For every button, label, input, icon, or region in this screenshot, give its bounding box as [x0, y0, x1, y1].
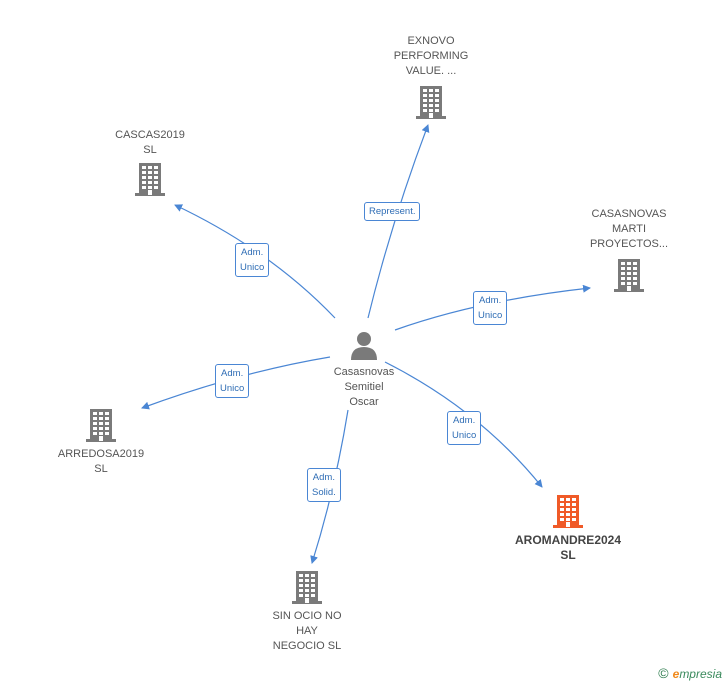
company-name: CASCAS2019 SL	[115, 129, 185, 156]
relation-label-casasnovas: Adm. Unico	[473, 291, 508, 325]
person-node[interactable]: Casasnovas Semitiel Oscar	[318, 330, 410, 410]
edge-exnovo	[367, 124, 430, 319]
company-name: CASASNOVAS MARTI PROYECTOS...	[589, 208, 669, 250]
building-icon	[552, 494, 584, 533]
company-name: ARREDOSA2019 SL	[57, 448, 145, 475]
company-node-aromandre[interactable]: AROMANDRE2024 SL	[508, 494, 628, 563]
relation-label-arredosa: Adm. Unico	[215, 364, 250, 398]
copyright-symbol: ©	[658, 665, 669, 681]
company-node-cascas[interactable]: CASCAS2019 SL	[100, 128, 200, 201]
company-node-arredosa[interactable]: ARREDOSA2019 SL	[50, 408, 152, 477]
company-name: AROMANDRE2024 SL	[514, 533, 622, 562]
company-name: EXNOVO PERFORMING VALUE. ...	[393, 35, 469, 77]
building-icon	[613, 258, 645, 297]
company-name: SIN OCIO NO HAY NEGOCIO SL	[272, 610, 342, 652]
brand-name: mpresia	[679, 667, 722, 681]
building-icon	[415, 85, 447, 124]
person-name: Casasnovas Semitiel Oscar	[333, 366, 395, 408]
relation-label-sinocio: Adm. Solid.	[307, 468, 341, 502]
brand-initial: e	[672, 667, 680, 681]
building-icon	[85, 408, 117, 447]
relation-label-exnovo: Represent.	[364, 202, 421, 221]
company-node-sinocio[interactable]: SIN OCIO NO HAY NEGOCIO SL	[256, 570, 358, 654]
brand-watermark: ©empresia	[658, 665, 722, 681]
relation-label-cascas: Adm. Unico	[235, 243, 270, 277]
relation-label-aromandre: Adm. Unico	[447, 411, 482, 445]
building-icon	[291, 570, 323, 609]
company-node-casasnovas[interactable]: CASASNOVAS MARTI PROYECTOS...	[577, 207, 681, 297]
building-icon	[134, 162, 166, 201]
person-icon	[349, 330, 379, 365]
company-node-exnovo[interactable]: EXNOVO PERFORMING VALUE. ...	[378, 34, 484, 124]
